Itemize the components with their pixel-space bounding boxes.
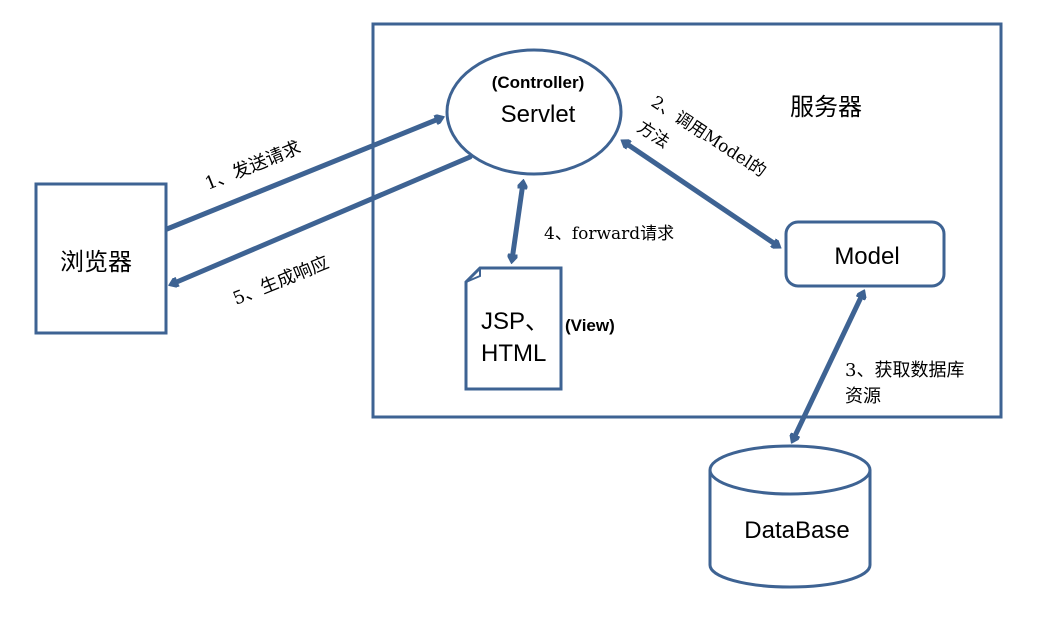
- model-box: [784, 220, 946, 288]
- view-document-fold: [465, 268, 481, 283]
- browser-box: [34, 182, 168, 335]
- label-send-request: 1、发送请求: [202, 137, 304, 194]
- server-label: 服务器: [790, 93, 862, 121]
- view-line1: JSP、: [481, 308, 549, 335]
- arrow-forward: [512, 183, 523, 260]
- arrow-call-model: [624, 142, 778, 246]
- view-line2: HTML: [481, 340, 546, 367]
- label-response: 5、生成响应: [230, 252, 332, 309]
- arrow-send-request: [164, 118, 441, 232]
- label-get-db-line2: 资源: [845, 386, 881, 407]
- browser-node: 浏览器: [34, 182, 168, 335]
- view-node: JSP、 HTML (View): [464, 266, 615, 391]
- database-top: [708, 444, 872, 496]
- label-forward: 4、forward请求: [544, 224, 674, 244]
- database-node: DataBase: [708, 444, 872, 589]
- controller-ellipse: [445, 48, 623, 176]
- database-label: DataBase: [744, 517, 849, 544]
- database-body: [708, 470, 872, 589]
- label-get-db-line1: 3、获取数据库: [845, 360, 964, 381]
- controller-label: Servlet: [501, 101, 576, 128]
- arrow-get-db: [793, 293, 863, 440]
- controller-role: (Controller): [492, 73, 585, 92]
- model-label: Model: [834, 243, 899, 270]
- controller-node: (Controller) Servlet: [445, 48, 623, 176]
- view-document: [464, 266, 563, 391]
- model-node: Model: [784, 220, 946, 288]
- browser-label: 浏览器: [60, 248, 132, 276]
- view-role: (View): [565, 316, 615, 335]
- arrow-response: [172, 154, 473, 284]
